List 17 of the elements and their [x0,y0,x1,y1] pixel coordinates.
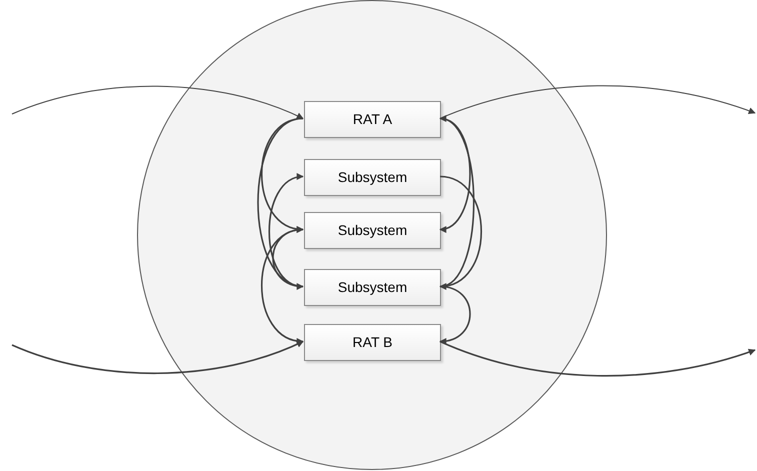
process-box: Subsystem [304,212,441,249]
arrow [439,176,482,289]
process-box: RAT B [304,324,441,361]
process-box: RAT A [304,101,441,138]
arrow [440,85,756,119]
arrow [440,340,756,377]
arrow [12,340,304,374]
arrow [268,174,304,288]
arrow [272,226,304,288]
arrow [439,117,474,288]
arrow [261,228,304,344]
arrow [439,118,471,232]
arrow [257,118,304,288]
arrow [439,286,471,344]
arrow [12,86,304,120]
process-box: Subsystem [304,269,441,306]
process-box: Subsystem [304,159,441,196]
